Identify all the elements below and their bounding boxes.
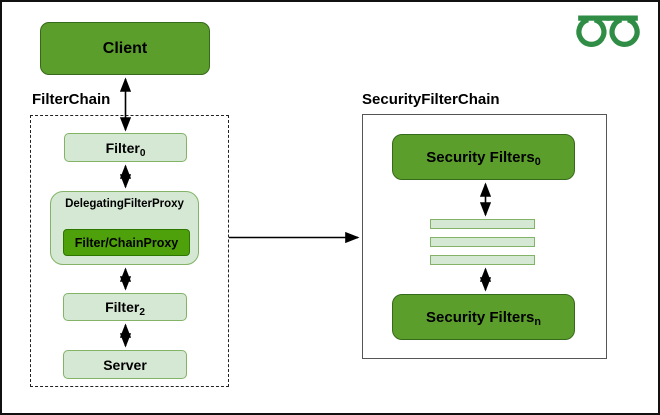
security-filterchain-title: SecurityFilterChain <box>362 91 500 108</box>
gfg-logo-right-g <box>606 15 640 47</box>
server-box: Server <box>63 350 187 379</box>
filter0-box: Filter0 <box>64 133 187 162</box>
security-filters-first-box: Security Filters0 <box>392 134 575 180</box>
gfg-logo-left-g <box>576 15 610 47</box>
client-label: Client <box>102 39 148 57</box>
filter-chain-proxy-box: Filter/ChainProxy <box>63 229 190 256</box>
security-filters-last-box: Security Filtersn <box>392 294 575 340</box>
filterchain-title: FilterChain <box>32 91 111 108</box>
filter2-label: Filter2 <box>105 299 145 318</box>
security-filters-first-label: Security Filters0 <box>426 148 541 168</box>
filter2-box: Filter2 <box>63 293 187 321</box>
filter-placeholder-bar <box>430 255 535 265</box>
security-filters-last-label: Security Filtersn <box>426 308 541 328</box>
filter-chain-proxy-label: Filter/ChainProxy <box>74 235 179 250</box>
filter-placeholder-bar <box>430 237 535 247</box>
client-box: Client <box>40 22 210 75</box>
filter-placeholder-bar <box>430 219 535 229</box>
geeksforgeeks-logo-icon <box>576 15 640 47</box>
filter0-label: Filter0 <box>105 139 146 159</box>
delegating-filter-proxy-label: DelegatingFilterProxy <box>65 198 184 210</box>
server-label: Server <box>103 356 147 373</box>
